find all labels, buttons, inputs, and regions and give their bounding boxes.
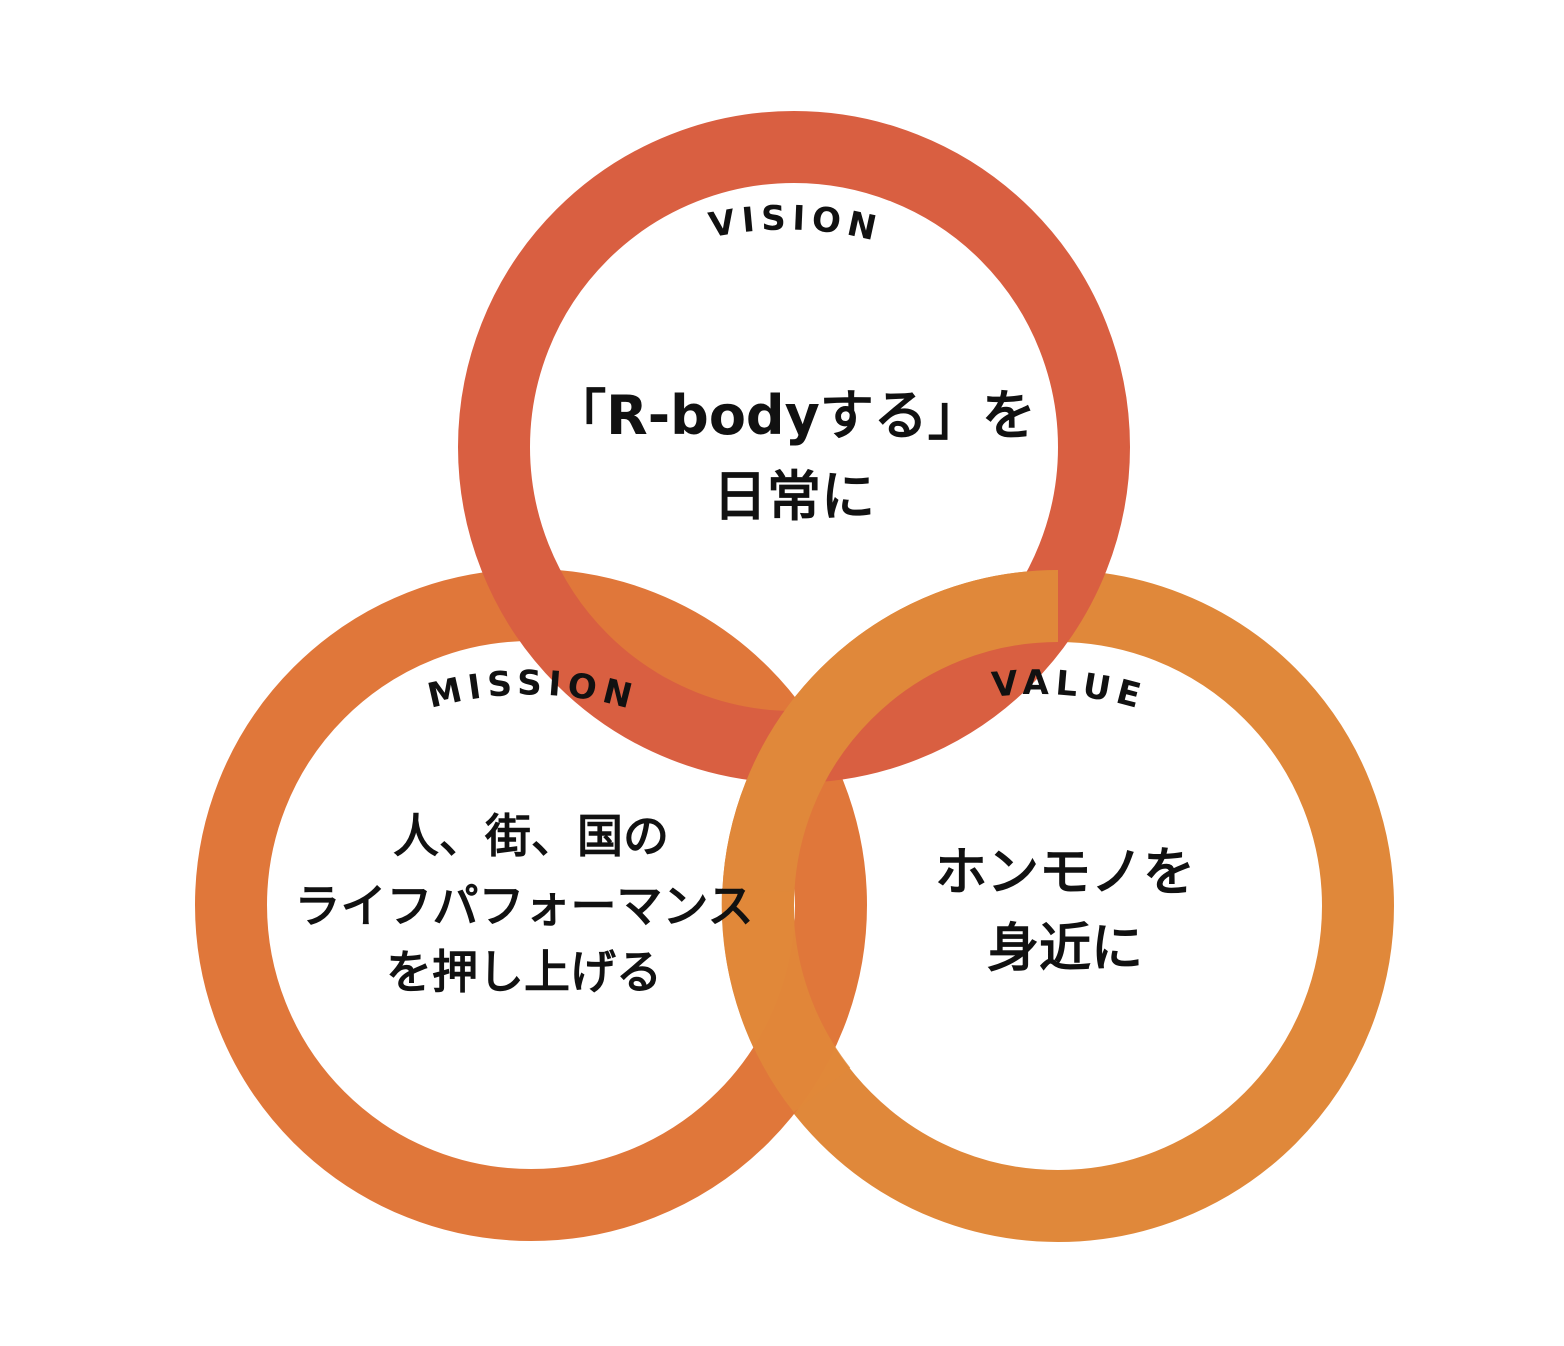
vision-label: VISION (706, 198, 886, 250)
value-text-line-2: 身近に (987, 919, 1143, 979)
mission-text-line-2: ライフパフォーマンス (294, 879, 753, 933)
vision-text-line-1: 「R-bodyする」を (552, 384, 1036, 447)
vision-text-line-2: 日常に (713, 465, 875, 528)
value-ring-overlap-segment-lower (721, 888, 851, 1113)
mission-label: MISSION (424, 663, 642, 718)
value-label: VALUE (990, 663, 1151, 718)
value-text-line-1: ホンモノを (935, 843, 1195, 903)
mission-text-line-1: 人、街、国の (393, 809, 669, 863)
value-ring-overlap-segment (722, 570, 1059, 907)
mission-text-line-3: を押し上げる (386, 945, 662, 999)
